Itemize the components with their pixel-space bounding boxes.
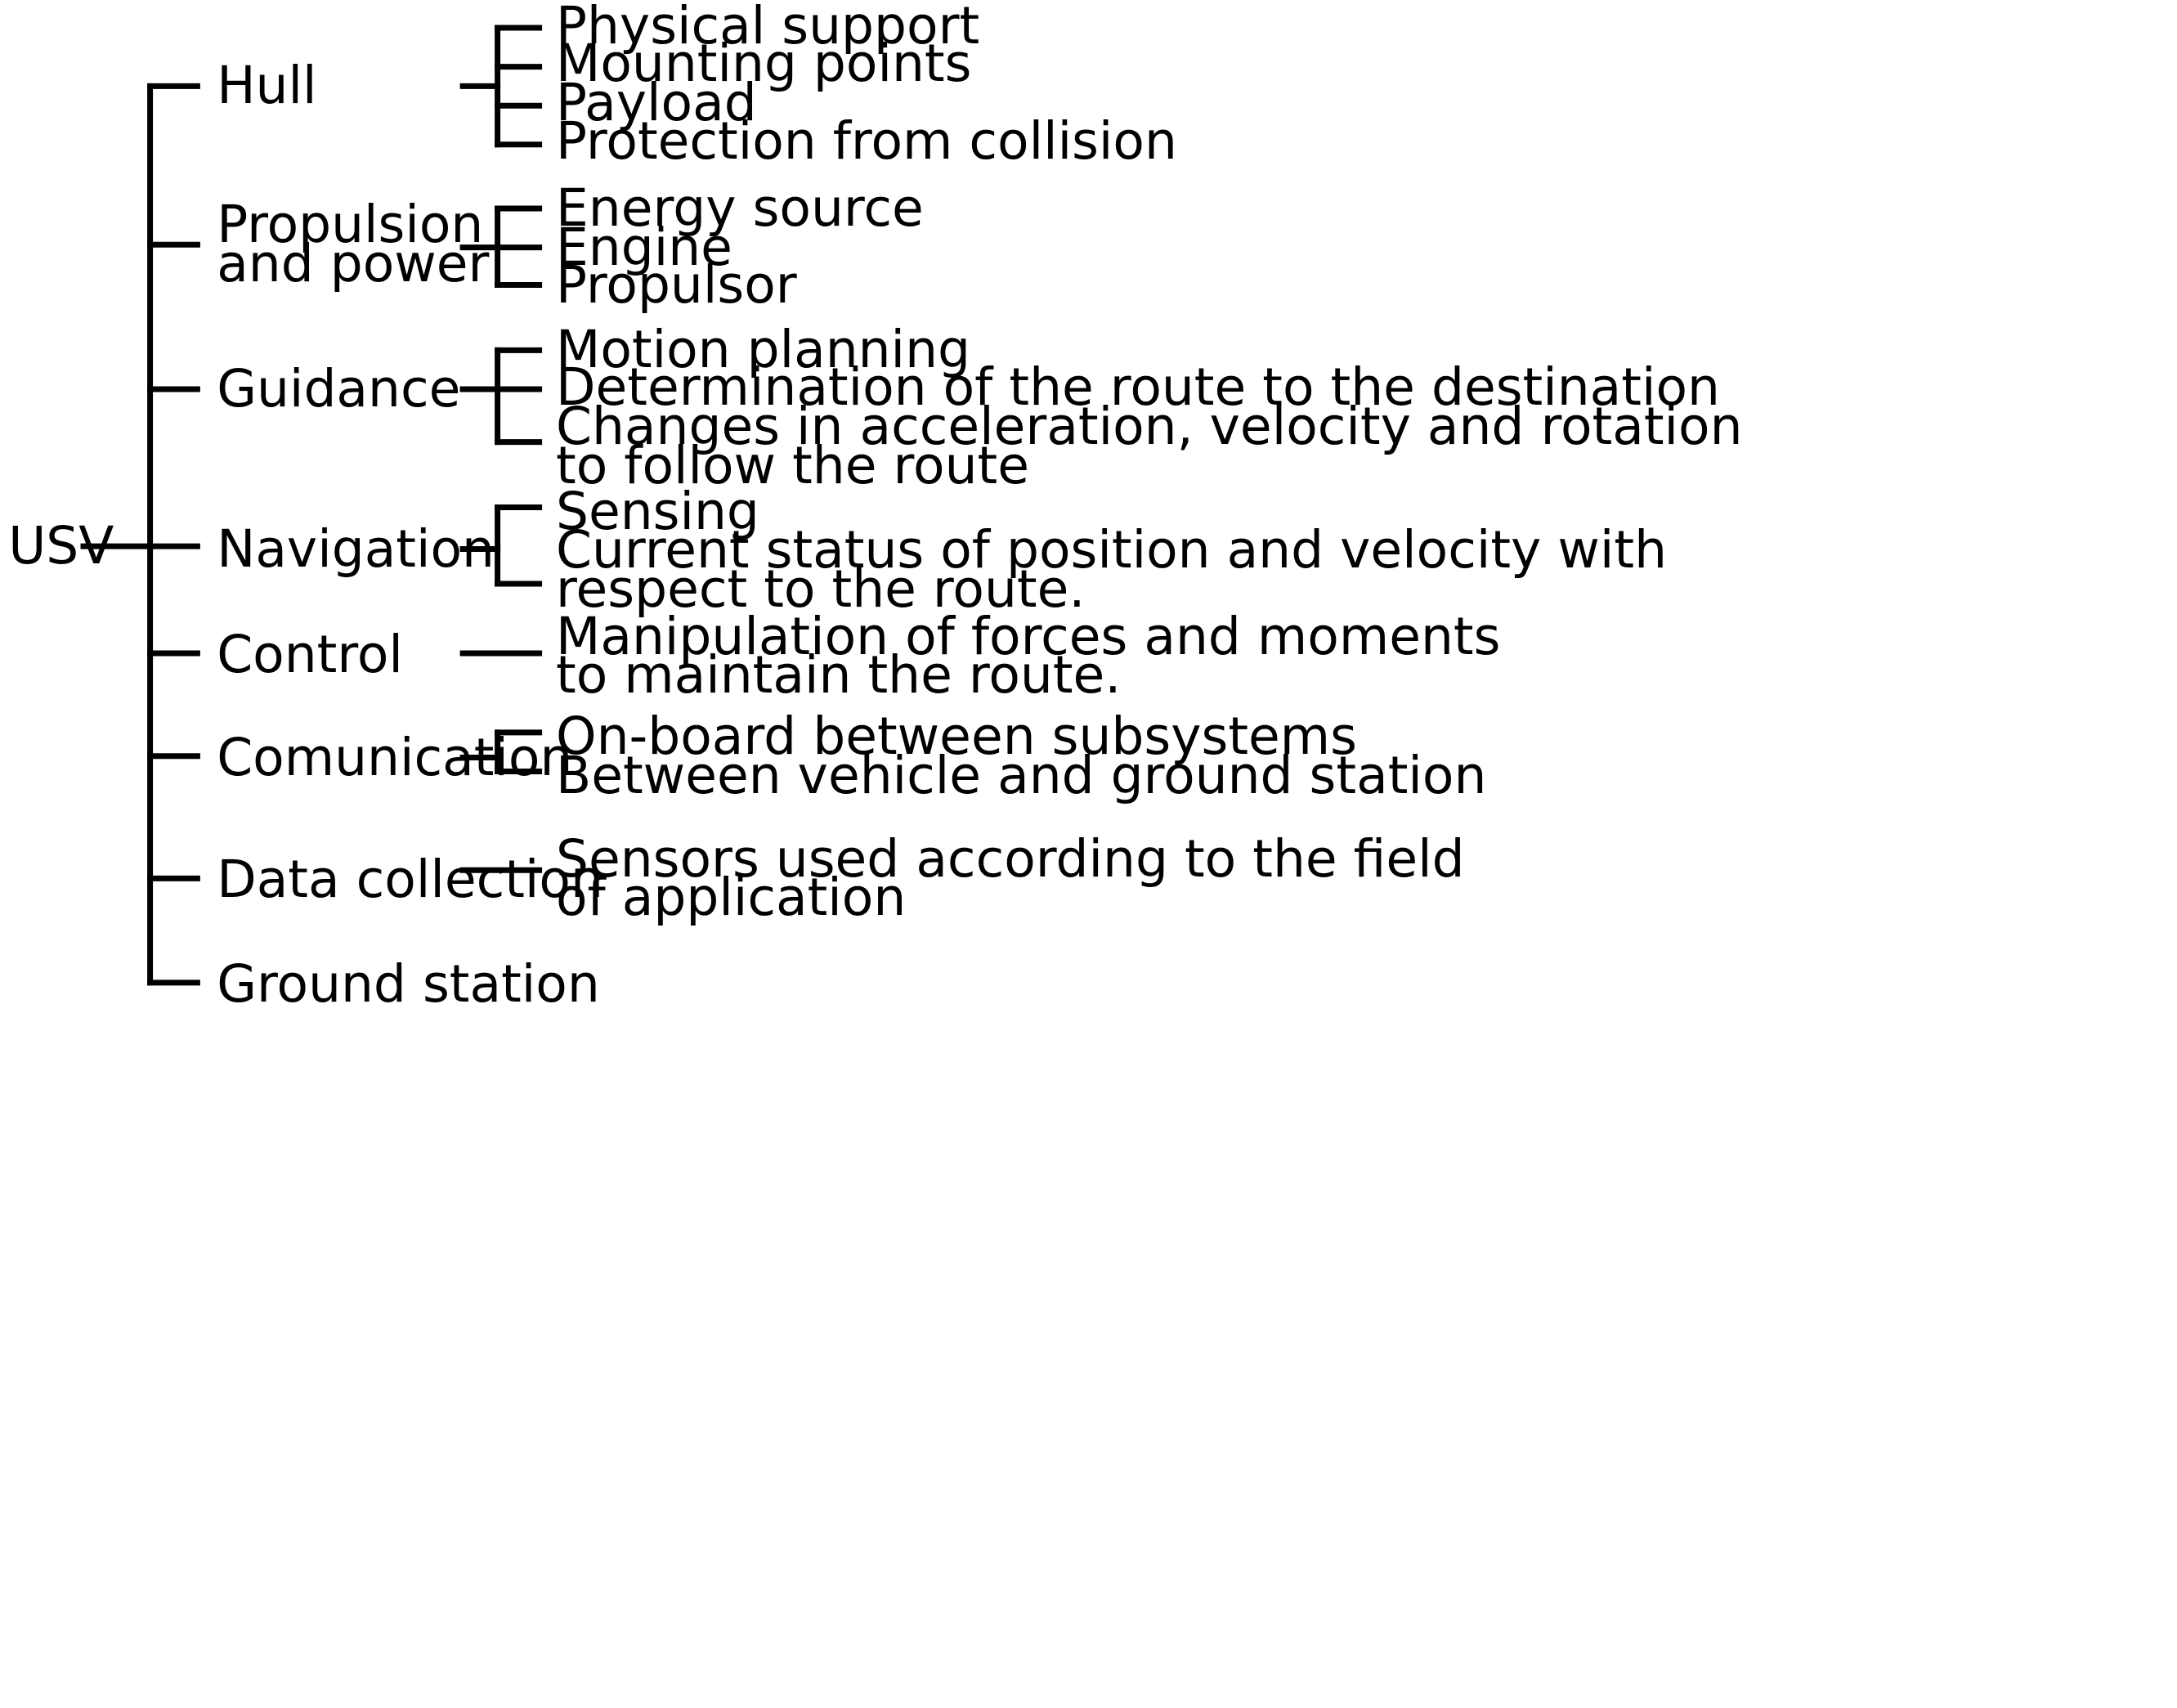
- leaf-text-1-1: Engine: [556, 217, 732, 277]
- leaf-text-0-0: Physical support: [556, 0, 980, 56]
- leaf-text-3-1-line-1: respect to the route.: [556, 558, 1086, 619]
- branch-label-5: Comunication: [217, 727, 573, 787]
- leaf-text-3-0: Sensing: [556, 481, 759, 541]
- branch-label-1-line-0: Propulsion: [217, 195, 484, 255]
- leaf-text-4-0-line-0: Manipulation of forces and moments: [556, 606, 1501, 666]
- leaf-text-0-1: Mounting points: [556, 34, 972, 94]
- leaf-text-6-0-line-0: Sensors used according to the field: [556, 828, 1465, 889]
- leaf-text-2-2-line-1: to follow the route: [556, 435, 1029, 495]
- branch-label-1-line-1: and power: [217, 234, 490, 294]
- leaf-text-5-1: Between vehicle and ground station: [556, 745, 1487, 805]
- leaf-text-0-2: Payload: [556, 72, 757, 132]
- leaf-text-1-2: Propulsor: [556, 254, 797, 315]
- leaf-text-2-1: Determination of the route to the destin…: [556, 357, 1720, 418]
- leaf-text-6-0-line-1: of application: [556, 867, 907, 928]
- branch-label-7: Ground station: [217, 953, 600, 1014]
- branch-label-3: Navigation: [217, 518, 495, 579]
- leaf-text-2-2-line-0: Changes in acceleration, velocity and ro…: [556, 396, 1743, 456]
- leaf-text-3-1-line-0: Current status of position and velocity …: [556, 520, 1668, 581]
- branch-label-2: Guidance: [217, 359, 461, 419]
- branch-label-6: Data collection: [217, 850, 603, 910]
- branch-label-0: Hull: [217, 56, 317, 116]
- leaf-text-4-0-line-1: to maintain the route.: [556, 645, 1122, 706]
- leaf-text-0-3: Protection from collision: [556, 111, 1177, 172]
- leaf-text-2-0: Motion planning: [556, 320, 970, 380]
- leaf-text-1-0: Energy source: [556, 178, 924, 238]
- root-node-usv: USV: [8, 516, 114, 576]
- branch-label-4: Control: [217, 624, 403, 684]
- leaf-text-5-0: On-board between subsystems: [556, 706, 1357, 766]
